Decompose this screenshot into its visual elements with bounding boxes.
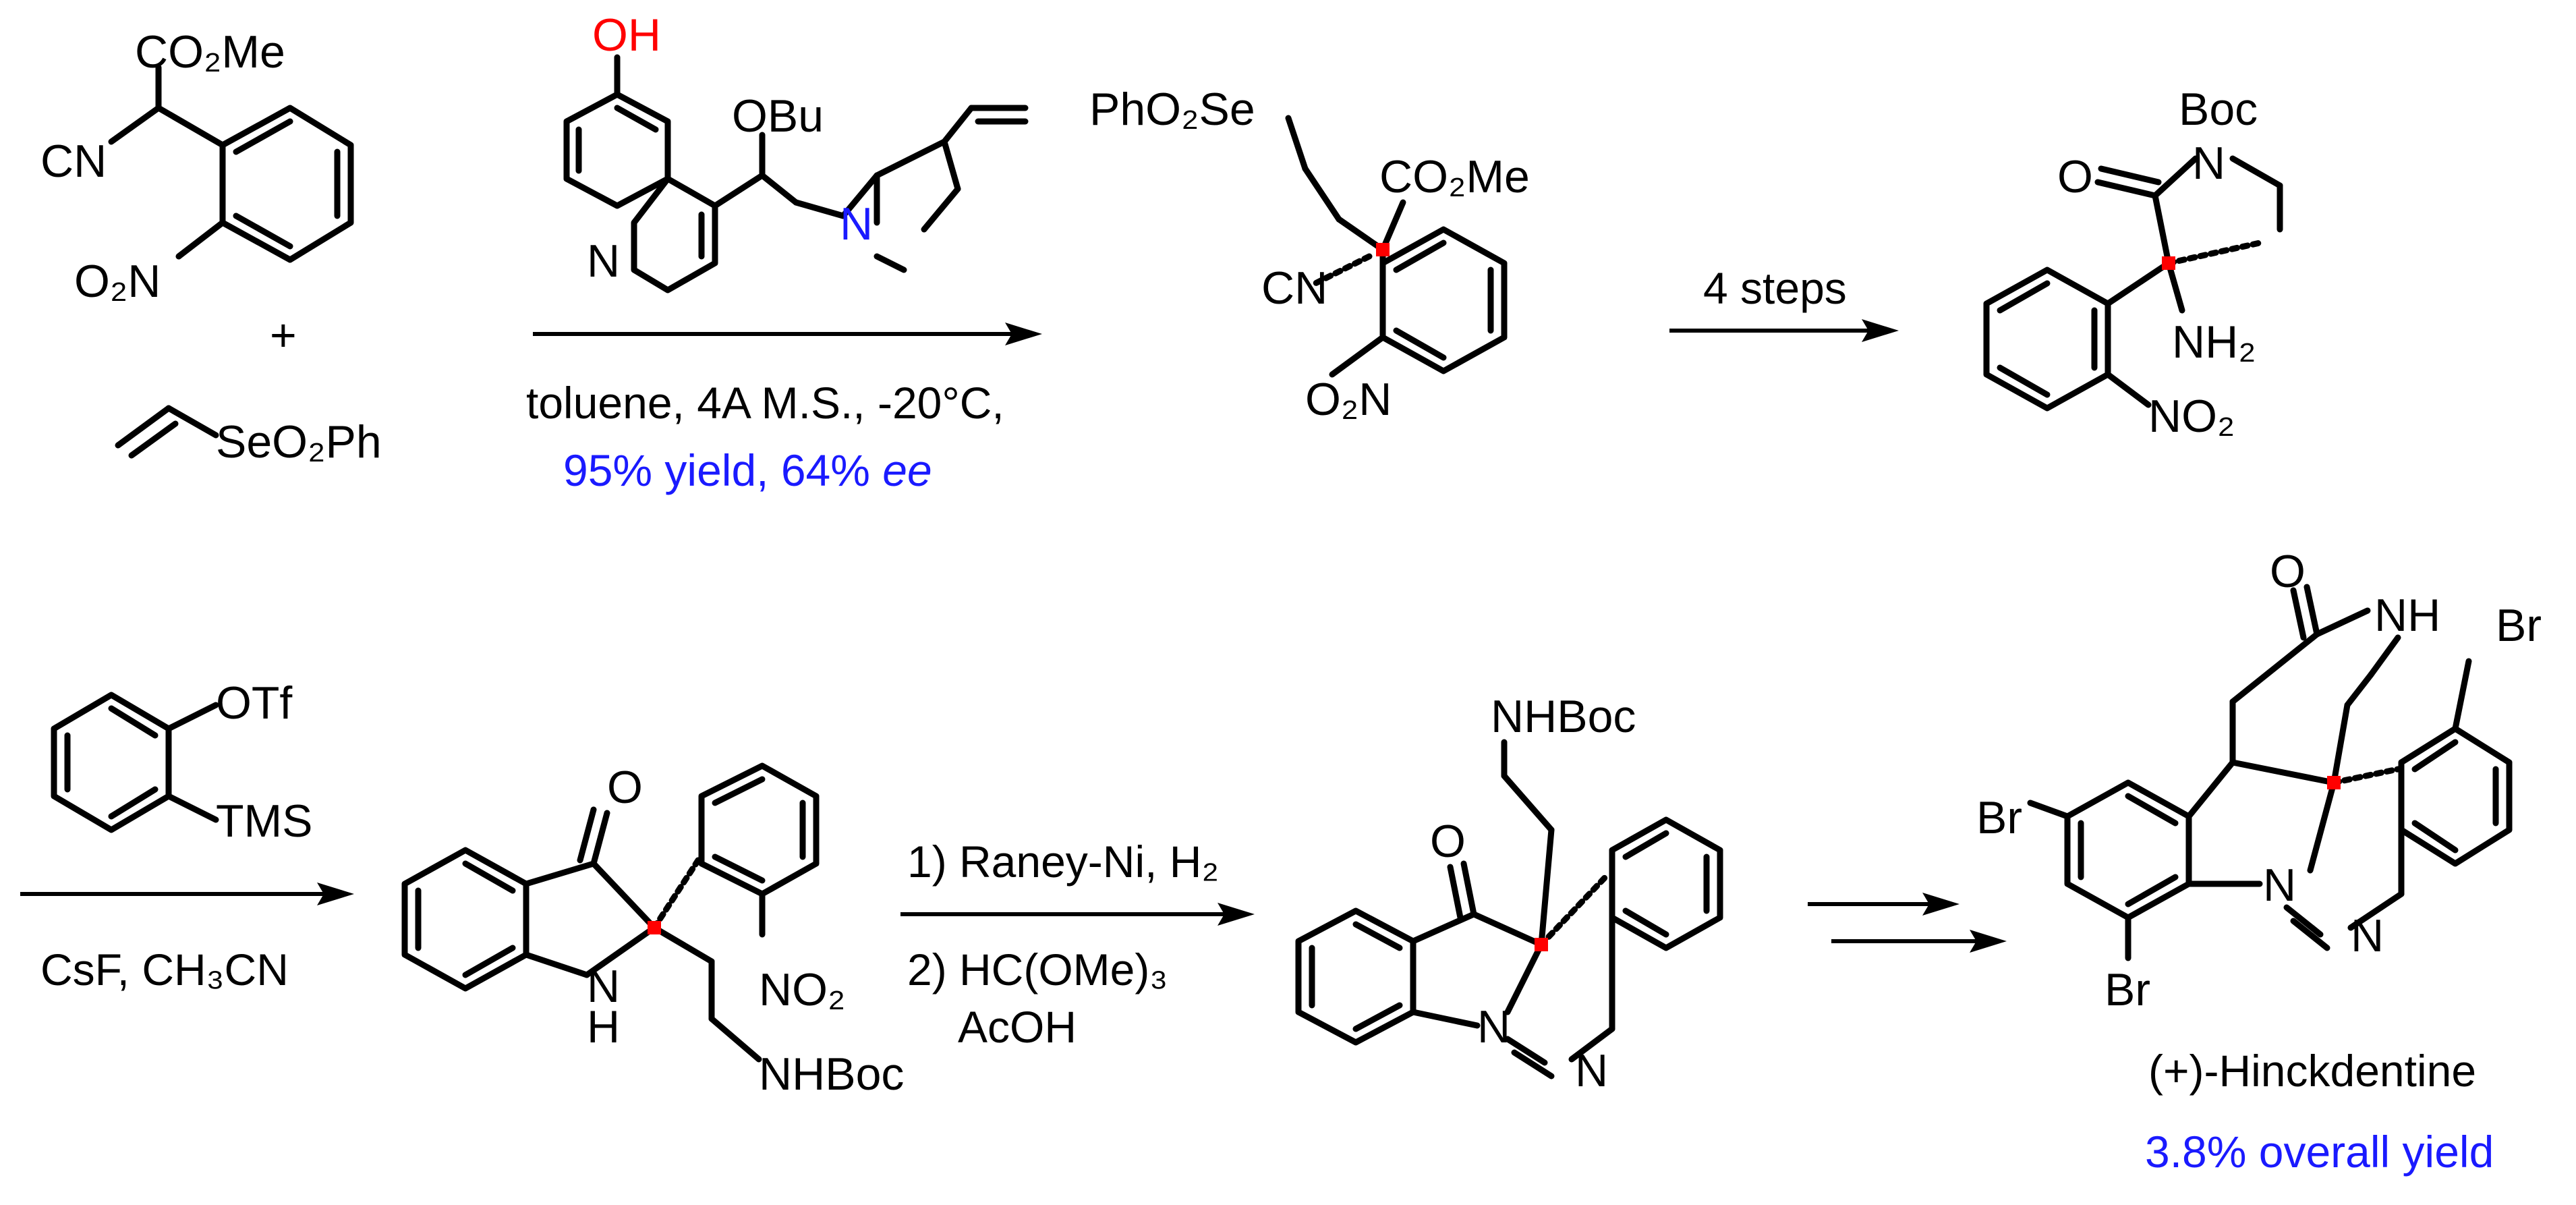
otf-label: OTf [216,677,292,729]
michael-adduct: PhO₂Se CO₂Me CN O₂N [1089,84,1530,425]
cyclic-n2-label: N [1575,1045,1608,1096]
pho2se-label: PhO₂Se [1089,84,1255,135]
reaction-arrow-5 [1808,893,2007,953]
co2me-label-2: CO₂Me [1379,151,1530,202]
quinoline-n-label: N [587,235,620,287]
nhboc-label-2: NHBoc [1491,691,1636,742]
oh-label: OH [592,9,661,61]
cyclic-o-label: O [1430,816,1466,867]
aryne-precursor: OTf TMS [51,677,313,847]
cyclic-n1-label: N [1477,1001,1510,1053]
hinckdentine-structure: O NH Br Br Br N N [1976,546,2542,1015]
reaction-arrow-4 [900,903,1255,926]
obu-label: OBu [732,90,824,142]
starting-material-aryl-cyanoacetate: CO₂Me CN O₂N [40,26,354,307]
stereocenter-dot-1 [1376,243,1390,256]
nh2-label: NH₂ [2172,316,2256,368]
hinck-n1-label: N [2263,860,2296,911]
no2-label-4: NO₂ [759,964,845,1015]
seo2ph-label: SeO₂Ph [216,416,382,468]
conditions-orthoformate: 2) HC(OMe)₃ [907,945,1168,994]
boc-label: Boc [2179,84,2258,135]
plus-sign: + [270,310,297,361]
lactam-n-label: N [2192,138,2225,189]
catalyst-structure: OH OBu N N [563,9,1029,293]
cn-label: CN [40,136,107,187]
conditions-1-line1: toluene, 4A M.S., -20°C, [526,378,1004,428]
br-label-2: Br [1976,792,2022,843]
br-label-3: Br [2105,964,2150,1015]
four-steps-label: 4 steps [1703,263,1847,313]
conditions-acoh: AcOH [958,1002,1077,1052]
indolinone-n-label: N [587,961,620,1012]
reaction-arrow-2 [1669,319,1899,342]
conditions-csf: CsF, CH₃CN [40,945,289,994]
cn-label-2: CN [1261,262,1327,314]
stereocenter-dot-2 [2162,256,2175,270]
no2-label-3: NO₂ [2148,391,2235,442]
reaction-arrow-1 [533,323,1042,345]
lactam-o-label: O [2057,151,2093,202]
nhboc-label-1: NHBoc [759,1048,904,1100]
reaction-arrow-3 [20,882,354,905]
stereocenter-dot-5 [2327,776,2341,789]
co2me-label: CO₂Me [135,26,285,78]
no2-label-2: O₂N [1305,374,1392,425]
conditions-1-yield: 95% yield, 64% ee [563,445,932,495]
conditions-raney: 1) Raney-Ni, H₂ [907,837,1219,887]
hinck-n2-label: N [2351,910,2384,961]
final-overall-yield: 3.8% overall yield [2145,1127,2494,1177]
indolinone-h-label: H [587,1001,620,1053]
hinck-o-label: O [2270,546,2306,597]
starting-material-vinyl-selenone: SeO₂Ph [115,405,382,468]
indolinone: O N H NO₂ NHBoc [401,762,904,1100]
stereocenter-dot-3 [648,921,661,934]
stereocenter-dot-4 [1535,938,1548,951]
no2-label: O₂N [74,256,161,307]
cyclized-amidine: NHBoc O N N [1295,691,1723,1096]
quinuclidine-n-label: N [840,198,873,250]
tms-label: TMS [216,795,313,847]
hinck-nh-label: NH [2374,590,2440,641]
indolinone-o-label: O [607,762,643,813]
br-label-1: Br [2496,600,2542,651]
final-product-name: (+)-Hinckdentine [2148,1046,2476,1096]
amino-lactam: Boc N O NH₂ NO₂ [1983,84,2283,442]
ee-text: ee [882,445,932,495]
yield-text: 95% yield, 64% [563,445,882,495]
